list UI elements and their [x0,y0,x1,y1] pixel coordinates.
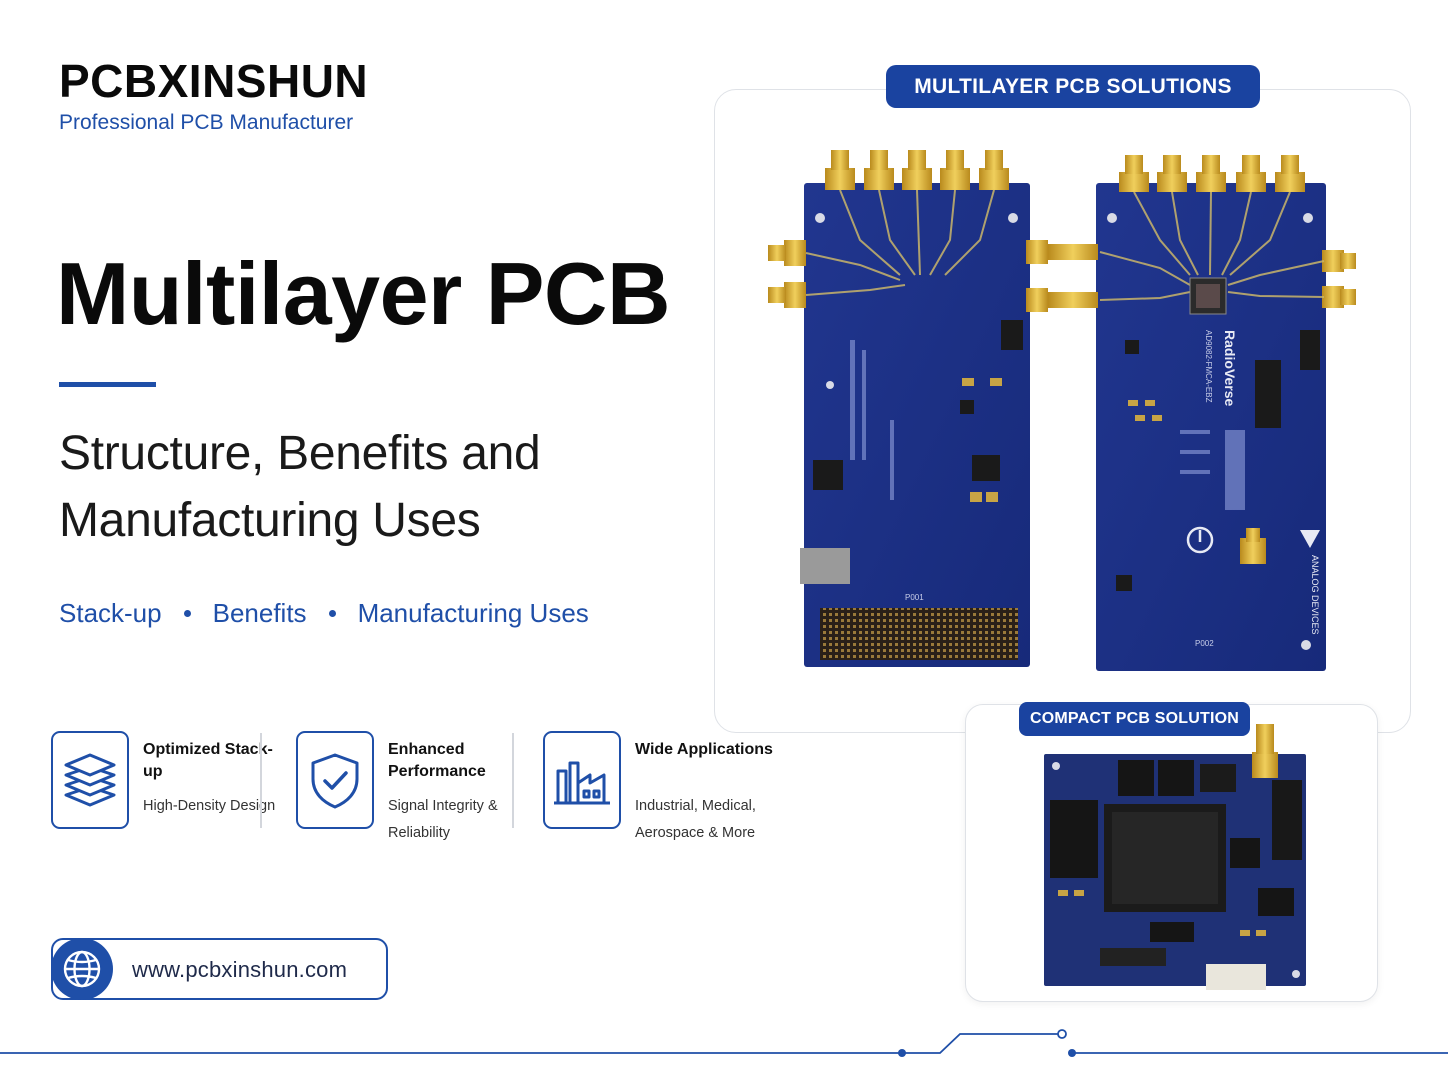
website-link[interactable]: www.pcbxinshun.com [51,938,388,1000]
topic-benefits[interactable]: Benefits [212,598,307,628]
pcb-board-right: RadioVerse AD9082-FMCA-EBZ ANALOG DEVICE… [1048,155,1356,671]
bullet-separator [183,609,191,617]
feature-divider [512,733,514,828]
page-title: Multilayer PCB [56,244,671,343]
subtitle-line-1: Structure, Benefits and [59,427,541,480]
board-brand-marking: RadioVerse [1222,330,1238,406]
connector-label-left: P001 [905,593,924,602]
title-underline [59,382,156,387]
bullet-separator [328,609,336,617]
shield-check-icon [296,731,374,829]
feature-description: Signal Integrity & Reliability [388,798,498,841]
feature-divider [260,733,262,828]
pcb-board-compact [1044,724,1306,990]
brand-name: PCBXINSHUN [59,55,369,107]
multilayer-panel-label: MULTILAYER PCB SOLUTIONS [886,65,1260,108]
topic-manufacturing-uses[interactable]: Manufacturing Uses [357,598,589,628]
website-url[interactable]: www.pcbxinshun.com [132,957,348,982]
subtitle-line-2: Manufacturing Uses [59,494,481,547]
feature-title: Optimized Stack-up [143,741,273,780]
topic-list: Stack-up Benefits Manufacturing Uses [59,600,589,626]
topic-stackup[interactable]: Stack-up [59,598,162,628]
board-part-marking: AD9082-FMCA-EBZ [1204,330,1213,403]
feature-title: Wide Applications [635,741,773,758]
globe-icon [51,938,113,1000]
feature-description: Industrial, Medical, Aerospace & More [635,798,756,841]
feature-title: Enhanced Performance [388,741,486,780]
board-maker-marking: ANALOG DEVICES [1310,555,1320,635]
pcb-board-left: P001 [768,150,1048,667]
layers-icon [51,731,129,829]
brand-tagline: Professional PCB Manufacturer [59,111,354,134]
feature-description: High-Density Design [143,798,276,814]
compact-panel-label: COMPACT PCB SOLUTION [1019,702,1250,736]
connector-label-right: P002 [1195,639,1214,648]
factory-icon [543,731,621,829]
